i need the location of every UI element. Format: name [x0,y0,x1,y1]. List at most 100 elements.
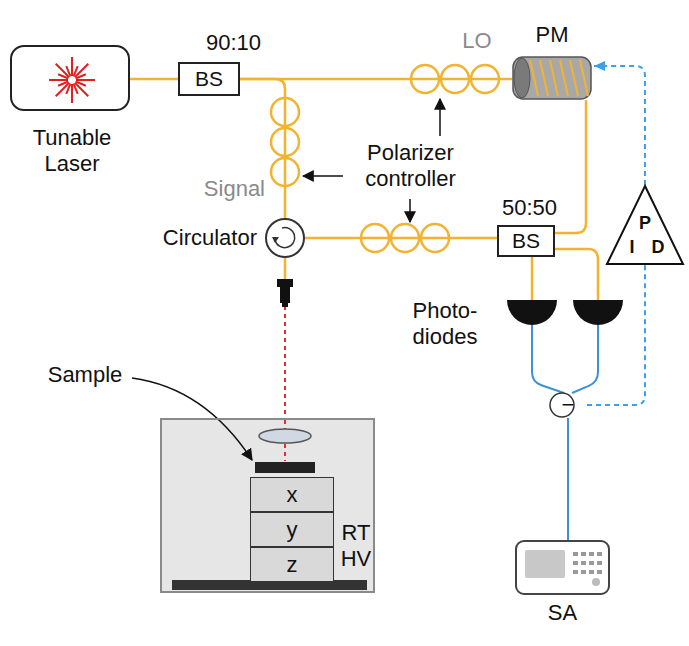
optical-fiber-path [555,100,586,233]
laser-box-shape [66,66,70,76]
signal-wire-path [532,325,564,393]
lens [259,429,311,443]
minus-sign: − [549,392,587,418]
polarizer-coils [271,128,299,156]
beam-name: LO [455,28,499,54]
polarizer-coils [361,224,389,252]
optical-fiber-path [305,237,497,240]
polarizer-coils [421,224,449,252]
split-ratio: 90:10 [206,30,266,56]
polarizer-coils [271,158,299,186]
arrow-head [594,61,605,71]
axis-label: y [251,513,333,546]
spectrum-analyzer-shape [573,570,578,574]
pointer-arrows [409,199,411,222]
sample [255,462,315,473]
spectrum-analyzer-shape [597,552,602,556]
signal-wire [532,325,598,393]
fiber [284,258,287,280]
polarizer-coils [391,224,419,252]
collimator [277,279,293,307]
stage-axis: x [250,477,334,512]
optical-fiber-path [531,257,534,300]
collimator [277,279,293,287]
optical-fiber [130,79,178,80]
optical-fiber-path [130,78,178,81]
chamber-label: RT HV [338,520,374,572]
split-ratio: 50:50 [502,195,572,221]
laser-box-shape [71,84,73,103]
laser-box-shape [76,74,86,78]
callout-text: Polarizer controller [348,140,473,192]
laser-box-shape [76,79,95,81]
laser-box-shape [74,84,78,94]
pid-letter: P [635,213,655,233]
subtractor: − [549,392,587,418]
circulator-shape [272,237,279,243]
photodiodes: Photo- diodes [400,298,625,350]
laser-box-shape [12,47,132,113]
pid-controller-shape [607,186,683,264]
spectrum-analyzer-shape [573,552,578,556]
photodiodes-shape [507,300,557,325]
optical-fiber-path [555,249,598,300]
pointer-arrows [439,99,441,136]
component-label: Photo- diodes [400,298,490,350]
polarizer-coils [271,65,499,252]
phase-modulator-shape [530,60,538,96]
spectrum-analyzer-shape [581,561,586,565]
spectrum-analyzer-shape [525,550,565,578]
spectrum-analyzer: SA [515,540,610,595]
feedback-line-path [587,265,645,405]
optical-fiber [305,238,497,239]
circulator-shape [266,219,304,257]
component-label: SA [515,600,610,626]
feedback-line [594,61,645,185]
spectrum-analyzer-shape [573,561,578,565]
callout-text: Sample [40,362,130,388]
axis-label: z [251,548,333,581]
phase-modulator-shape [560,60,568,96]
phase-modulator-shape [513,57,591,99]
feedback-line [587,265,645,405]
laser-box-shape [71,57,73,76]
pid-letter: I [622,237,642,257]
phase-modulator-shape [580,60,588,96]
spectrum-analyzer-shape [589,561,594,565]
laser-box-shape [58,82,68,86]
stage-axis: z [250,547,334,582]
spectrum-analyzer-shape [581,552,586,556]
circulator-shape [265,218,305,258]
stage-axis: y [250,512,334,547]
pointer-arrows [303,175,343,177]
phase-modulator-shape [550,60,558,96]
laser-box-shape [49,79,68,81]
beam-splitter: 90:10BS [178,62,240,96]
polarizer-coils [471,65,499,93]
collimator [282,303,288,307]
polarizer-coils [271,98,299,126]
phase-modulator-shape [512,56,592,100]
spectrum-analyzer-shape [515,540,610,595]
vacuum-chamber: RT HVxyz [160,418,375,593]
chamber-fill [160,418,375,593]
component-label: PM [512,22,592,48]
spectrum-analyzer-shape [589,552,594,556]
signal-wire-path [572,325,598,393]
polarizer-coils [441,65,469,93]
collimator [280,287,290,303]
spectrum-analyzer-shape [589,570,594,574]
circulator: Circulator [265,218,305,258]
pid-controller: PID [606,185,684,265]
polarizer-coils [411,65,439,93]
spectrum-analyzer-shape [592,578,600,586]
spectrum-analyzer-shape [597,570,602,574]
optical-fiber [532,257,533,300]
phase-modulator-shape [514,58,530,98]
component-label: BS [180,64,238,94]
phase-modulator-shape [540,60,548,96]
optical-fiber [555,249,598,300]
beam-name: Signal [190,176,265,202]
optical-fiber [555,100,586,233]
laser-box: Tunable Laser [10,45,130,111]
